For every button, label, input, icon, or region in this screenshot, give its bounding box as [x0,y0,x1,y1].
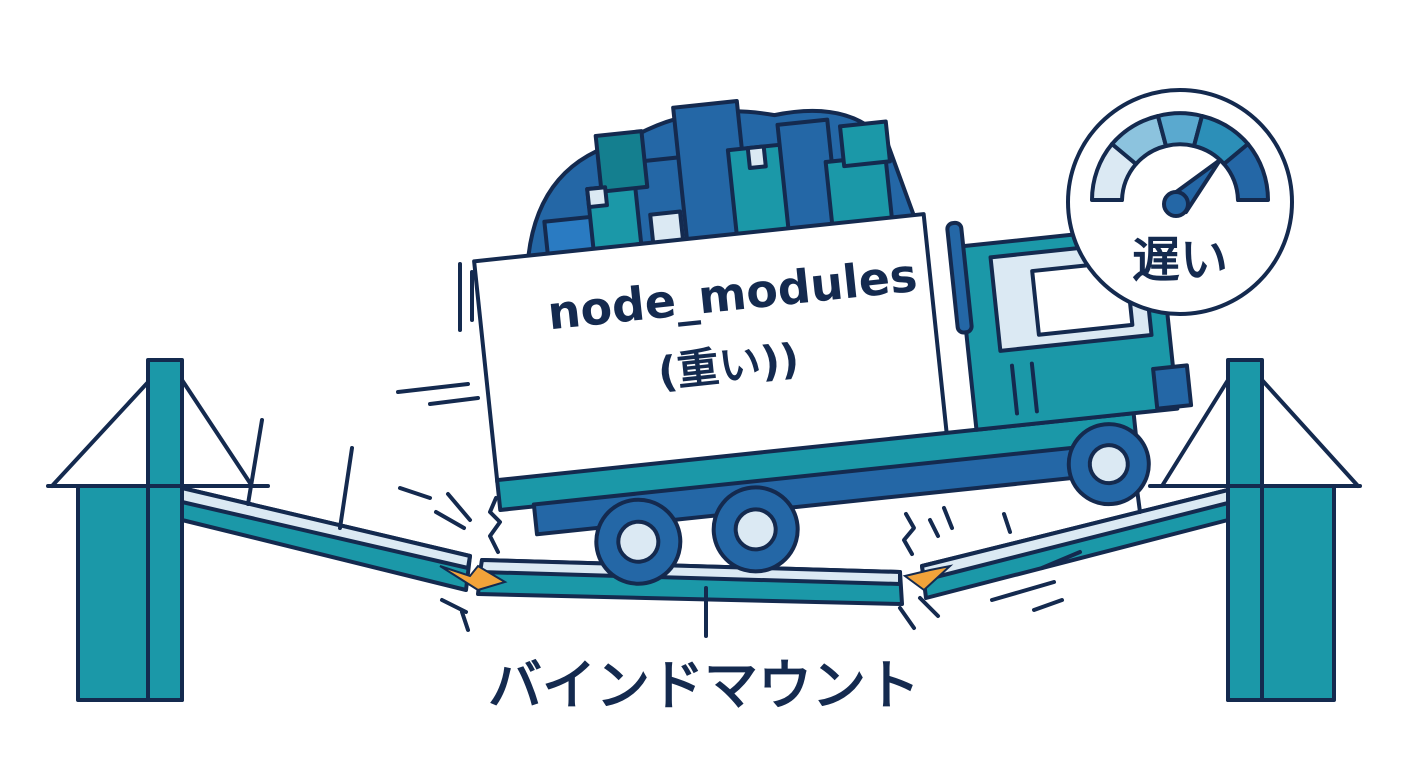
bridge-label: バインドマウント [488,654,920,717]
bridge-icon [180,418,1230,638]
package-box-icon [526,99,919,268]
truck-wheels [594,422,1151,586]
crack-icon [434,492,1082,632]
speedometer-icon: 遅い [1066,88,1294,316]
motion-lines [396,262,480,500]
right-bridge-tower [1148,358,1362,702]
truck-icon [472,99,1194,586]
speedometer-label: 遅い [1132,232,1228,288]
truck-cab [945,220,1194,432]
left-bridge-tower [46,358,270,702]
